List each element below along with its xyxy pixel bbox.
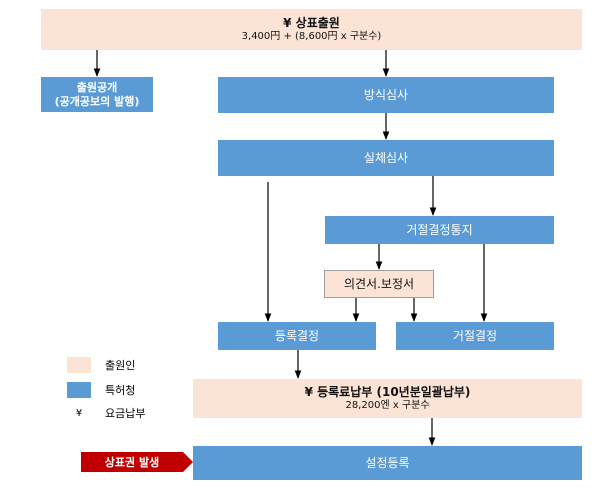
yen-icon: ¥: [75, 407, 83, 419]
legend-applicant-label: 출원인: [105, 359, 136, 372]
legend-applicant: 출원인: [67, 357, 135, 373]
legend-office: 특허청: [67, 382, 135, 398]
establishment-label: 설정등록: [365, 455, 410, 470]
registration-fee-title: ¥ 등록료납부 (10년분일괄납부): [304, 384, 471, 399]
response-box: 의견서.보정서: [324, 270, 434, 298]
office-swatch: [67, 382, 91, 398]
rejection-notice-box: 거절결정통지: [325, 216, 554, 244]
registration-fee-amount: 28,200엔 x 구분수: [345, 399, 430, 411]
trademark-right-marker: [81, 452, 193, 472]
rejection-notice-label: 거절결정통지: [406, 222, 473, 237]
rejection-decision-label: 거절결정: [452, 328, 498, 343]
response-label: 의견서.보정서: [343, 276, 415, 291]
legend-office-label: 특허청: [105, 384, 136, 397]
registration-decision-label: 등록결정: [274, 328, 320, 343]
applicant-swatch: [67, 357, 91, 373]
trademark-right-label: 상표권 발생: [105, 455, 159, 469]
application-box: ¥ 상표출원 3,400円 + (8,600円 x 구분수): [41, 9, 582, 50]
rejection-decision-box: 거절결정: [396, 322, 554, 350]
publication-box: 출원공개 (공개공보의 발행): [41, 77, 153, 112]
legend-fee: ¥ 요금납부: [67, 405, 146, 421]
registration-fee-box: ¥ 등록료납부 (10년분일괄납부) 28,200엔 x 구분수: [193, 379, 582, 418]
establishment-box: 설정등록: [193, 446, 582, 480]
formality-exam-label: 방식심사: [363, 87, 409, 102]
publication-sublabel: (공개공보의 발행): [54, 94, 140, 108]
registration-decision-box: 등록결정: [218, 322, 376, 350]
substantive-exam-box: 실체심사: [218, 140, 554, 176]
application-fee: 3,400円 + (8,600円 x 구분수): [241, 30, 382, 42]
legend-fee-label: 요금납부: [105, 407, 146, 420]
publication-label: 출원공개: [76, 80, 118, 94]
application-title: ¥ 상표출원: [283, 15, 340, 30]
formality-exam-box: 방식심사: [218, 77, 554, 113]
substantive-exam-label: 실체심사: [363, 150, 409, 165]
